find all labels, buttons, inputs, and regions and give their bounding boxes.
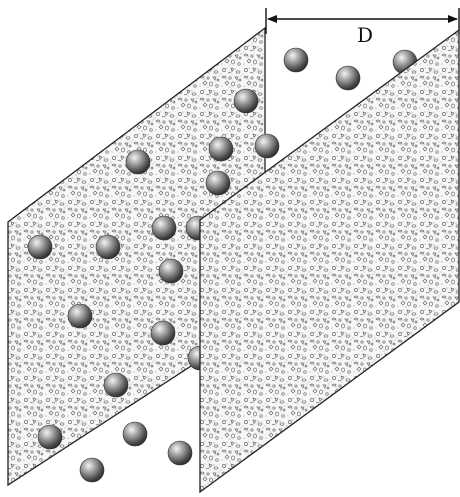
- particle-sphere: [167, 440, 193, 466]
- particle-sphere: [37, 424, 63, 450]
- particle-sphere: [79, 457, 105, 483]
- particle-sphere: [254, 133, 280, 159]
- separation-label: D: [356, 23, 374, 47]
- particle-sphere: [283, 47, 309, 73]
- particle-sphere: [335, 65, 361, 91]
- particle-sphere: [67, 303, 93, 329]
- particle-sphere: [150, 320, 176, 346]
- particle-sphere: [125, 149, 151, 175]
- particle-sphere: [122, 421, 148, 447]
- particle-sphere: [151, 215, 177, 241]
- particle-sphere: [233, 88, 259, 114]
- front-plate: [199, 28, 460, 494]
- particle-sphere: [205, 170, 231, 196]
- particle-sphere: [158, 258, 184, 284]
- particle-sphere: [208, 136, 234, 162]
- particle-sphere: [95, 234, 121, 260]
- particle-sphere: [27, 234, 53, 260]
- particle-sphere: [103, 372, 129, 398]
